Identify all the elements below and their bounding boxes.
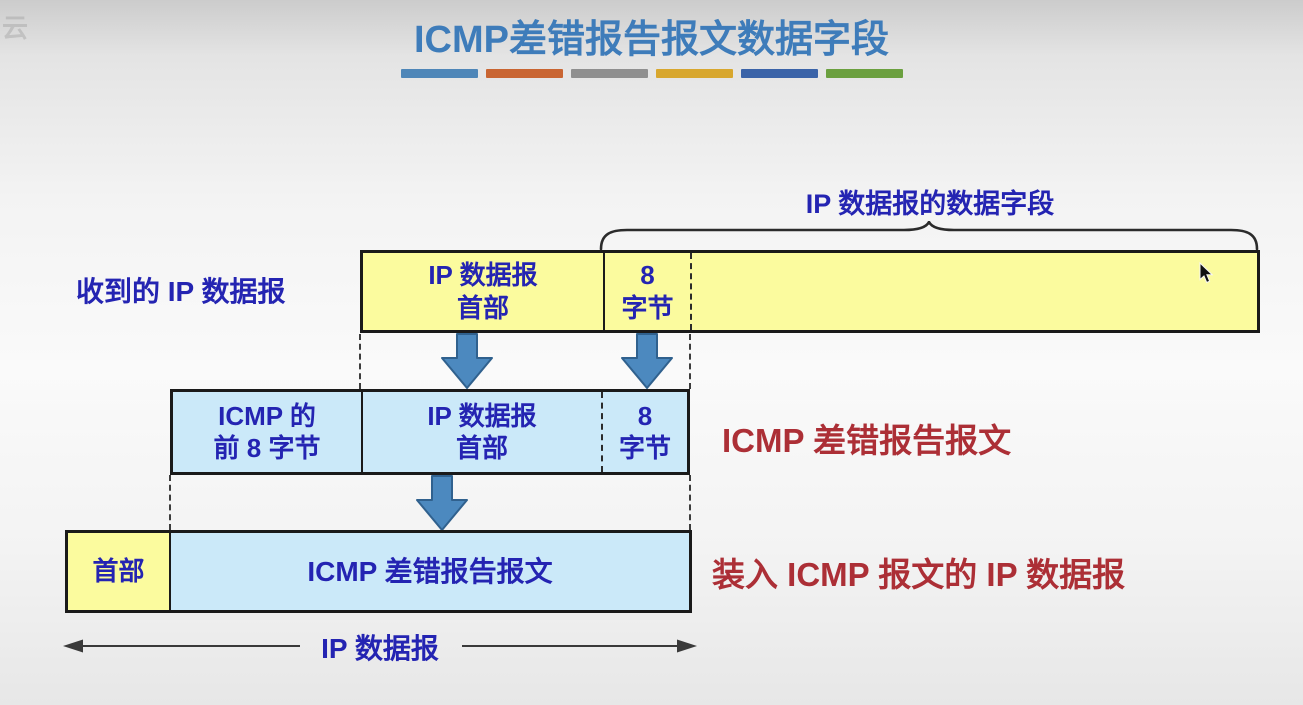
accent-dash	[825, 69, 903, 78]
ip-datagram-span-label: IP 数据报	[321, 633, 439, 664]
accent-dash	[655, 69, 733, 78]
ip-data-field-label: IP 数据报的数据字段	[805, 189, 1055, 219]
accent-divider	[0, 69, 1303, 78]
down-arrow-icon	[416, 475, 468, 531]
row1-cell-ip-header: IP 数据报 首部	[363, 253, 605, 330]
mouse-cursor-icon	[1199, 262, 1214, 284]
ip-datagram-with-icmp-label: 装入 ICMP 报文的 IP 数据报	[712, 556, 1126, 593]
row1-cell-8-bytes: 8 字节	[605, 253, 692, 330]
accent-dash	[740, 69, 818, 78]
down-arrow-icon	[621, 333, 673, 389]
row3-ip-datagram-with-icmp: 首部 ICMP 差错报告报文	[65, 530, 692, 613]
dashed-connector-right	[689, 475, 691, 530]
dashed-connector-right	[689, 334, 691, 389]
row2-icmp-error-report: ICMP 的 前 8 字节 IP 数据报 首部 8 字节	[170, 389, 690, 475]
row1-cell-data-remainder	[692, 253, 1257, 330]
row1-received-ip-datagram: IP 数据报 首部 8 字节	[360, 250, 1260, 333]
accent-dash	[400, 69, 478, 78]
slide-title: ICMP差错报告报文数据字段	[413, 19, 889, 61]
over-brace	[599, 221, 1259, 251]
watermark: 云	[2, 13, 31, 43]
accent-dash	[485, 69, 563, 78]
row2-cell-ip-header: IP 数据报 首部	[363, 392, 603, 472]
row3-cell-icmp-error-report: ICMP 差错报告报文	[307, 556, 553, 587]
dashed-connector-left	[359, 334, 361, 389]
ip-datagram-span-arrow	[63, 639, 697, 653]
down-arrow-icon	[441, 333, 493, 389]
received-ip-datagram-label: 收到的 IP 数据报	[76, 276, 286, 307]
row2-cell-icmp-first-8-bytes: ICMP 的 前 8 字节	[173, 392, 363, 472]
accent-dash	[570, 69, 648, 78]
row2-cell-8-bytes: 8 字节	[618, 400, 671, 464]
row3-cell-header: 首部	[68, 533, 171, 610]
dashed-connector-left	[169, 475, 171, 530]
icmp-error-report-label: ICMP 差错报告报文	[722, 422, 1012, 459]
